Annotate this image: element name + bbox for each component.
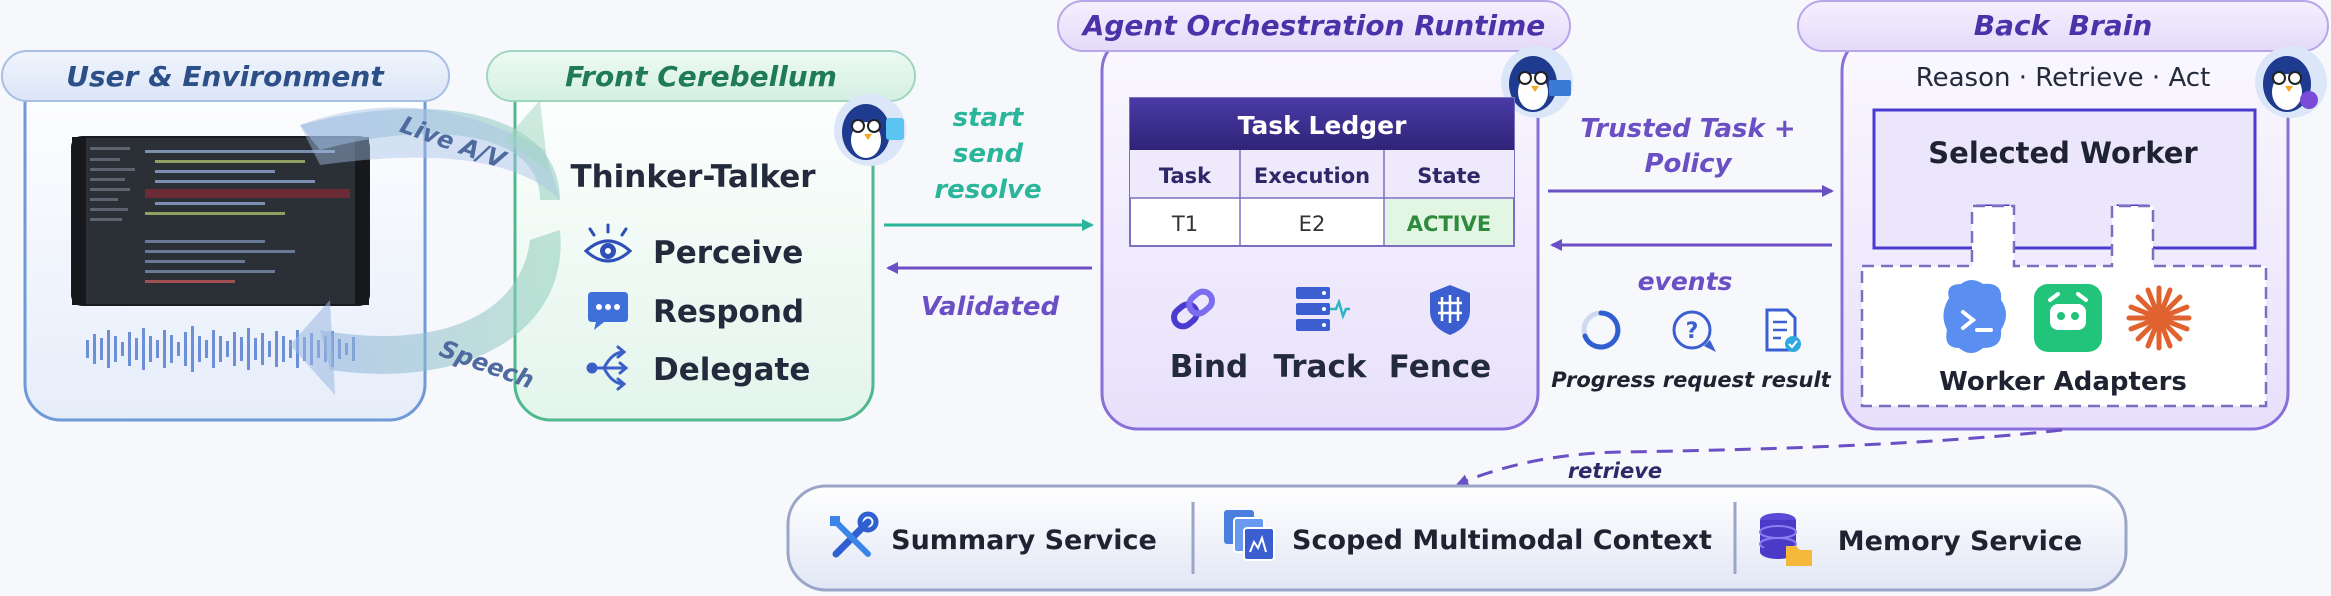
events-caption: Progress request result <box>1551 368 1831 392</box>
front-item-respond: Respond <box>588 292 804 330</box>
resolve-label: resolve <box>934 175 1041 205</box>
selected-worker-block <box>1872 108 2257 250</box>
terminal-app-icon <box>1943 280 2006 353</box>
runtime-feature-track: Track <box>1274 287 1368 385</box>
starburst-app-icon <box>2126 285 2192 351</box>
service-summary: Summary Service <box>830 511 1157 558</box>
bind-label: Bind <box>1170 349 1249 385</box>
database-icon <box>1759 513 1812 566</box>
multimodal-context-label: Scoped Multimodal Context <box>1292 525 1712 556</box>
shield-icon <box>1430 285 1470 335</box>
runtime-title: Agent Orchestration Runtime <box>1081 9 1546 42</box>
fence-label: Fence <box>1389 349 1491 385</box>
respond-label: Respond <box>653 294 804 330</box>
send-label: send <box>953 139 1024 169</box>
task-ledger-table: Task Ledger Task Execution State T1 E2 A… <box>1129 97 1515 247</box>
retrieve-connector: retrieve <box>1456 428 2063 486</box>
summary-service-label: Summary Service <box>891 525 1157 556</box>
validated-label: Validated <box>921 292 1060 322</box>
policy-label: Policy <box>1644 149 1732 179</box>
task-ledger-title: Task Ledger <box>1238 111 1408 140</box>
media-stack-icon <box>1224 510 1275 561</box>
front-cerebellum-title: Front Cerebellum <box>565 60 837 93</box>
robot-app-icon <box>2034 284 2102 352</box>
services-bar: Summary Service Scoped Multimodal Contex… <box>786 484 2128 592</box>
ledger-header-execution: Execution <box>1254 164 1370 188</box>
front-runtime-arrows: start send resolve Validated <box>884 103 1094 322</box>
penguin-mascot-icon <box>2255 46 2327 118</box>
thinker-talker-heading: Thinker-Talker <box>570 159 816 195</box>
track-label: Track <box>1274 349 1368 385</box>
ledger-cell-state: ACTIVE <box>1407 212 1491 236</box>
ledger-header-task: Task <box>1159 164 1212 188</box>
link-icon <box>1171 288 1215 330</box>
start-label: start <box>953 103 1025 133</box>
penguin-mascot-icon <box>834 94 906 166</box>
ledger-header-state: State <box>1417 164 1481 188</box>
branch-arrows-icon <box>586 345 629 391</box>
ledger-cell-task: T1 <box>1171 212 1198 236</box>
screen-thumbnail <box>71 136 370 306</box>
chat-bubble-icon <box>588 292 628 330</box>
delegate-label: Delegate <box>653 352 810 388</box>
eye-icon <box>583 223 633 263</box>
svg-text:?: ? <box>1686 319 1699 344</box>
runtime-feature-bind: Bind <box>1170 288 1249 385</box>
worker-adapters-label: Worker Adapters <box>1939 367 2187 397</box>
perceive-label: Perceive <box>653 235 803 271</box>
server-icon <box>1296 287 1350 331</box>
service-memory: Memory Service <box>1759 513 2082 566</box>
back-brain-subtitle: Reason · Retrieve · Act <box>1916 63 2211 93</box>
interaction-loop: Live A/V Speech <box>290 100 561 395</box>
runtime-backbrain-arrows: Trusted Task + Policy events ? Progress … <box>1548 114 1834 392</box>
tools-icon <box>830 511 879 558</box>
back-brain-title: Back Brain <box>1974 9 2153 42</box>
back-brain-panel: Back Brain Reason · Retrieve · Act Selec… <box>1797 0 2329 431</box>
user-environment-title: User & Environment <box>66 60 385 93</box>
retrieve-label: retrieve <box>1568 459 1662 483</box>
front-item-perceive: Perceive <box>583 223 803 271</box>
front-item-delegate: Delegate <box>586 345 810 391</box>
service-multimodal-context: Scoped Multimodal Context <box>1224 510 1712 561</box>
user-environment-panel: User & Environment <box>1 50 450 422</box>
penguin-mascot-icon <box>1501 46 1573 118</box>
runtime-feature-fence: Fence <box>1389 285 1491 385</box>
selected-worker-label: Selected Worker <box>1928 136 2198 170</box>
memory-service-label: Memory Service <box>1838 526 2082 557</box>
front-cerebellum-panel: Front Cerebellum Thinker-Talker Perceive <box>486 50 916 422</box>
runtime-panel: Agent Orchestration Runtime Task Ledger … <box>1057 0 1573 431</box>
events-label: events <box>1638 267 1733 296</box>
question-icon: ? <box>1672 310 1716 352</box>
trusted-task-label: Trusted Task + <box>1580 114 1795 144</box>
result-document-icon <box>1765 308 1801 352</box>
progress-icon <box>1581 310 1621 350</box>
ledger-cell-execution: E2 <box>1299 212 1326 236</box>
